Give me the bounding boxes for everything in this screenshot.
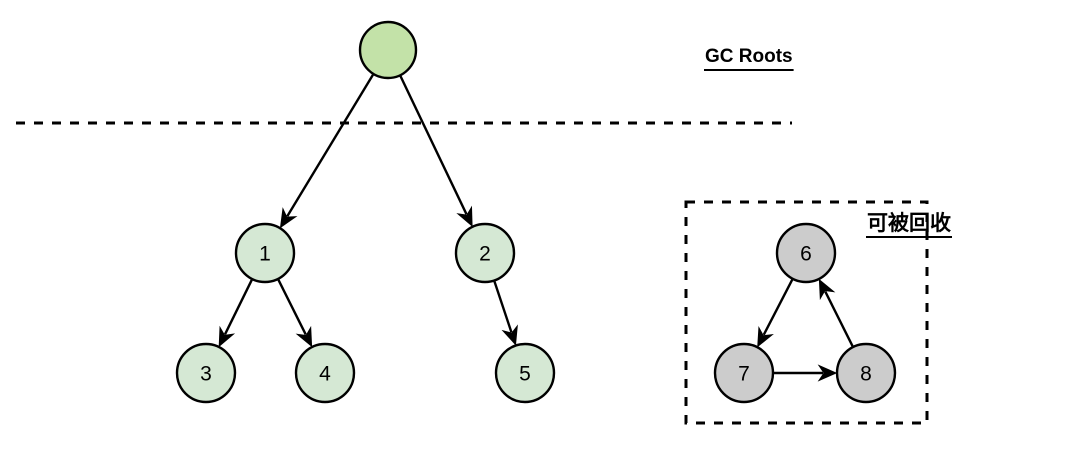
node-circle[interactable] (713, 342, 775, 404)
arrow-head (818, 278, 836, 301)
node-1[interactable]: 1 (234, 222, 296, 284)
node-circle[interactable] (358, 20, 418, 80)
edges-layer (218, 74, 854, 382)
edge-line (286, 74, 374, 217)
edge-line (223, 279, 253, 335)
node-label: 2 (479, 243, 491, 266)
edge-line (399, 75, 468, 215)
edge-line (824, 290, 854, 347)
arrow-head (817, 364, 838, 382)
edge-n1-to-n3 (218, 279, 253, 348)
edge-line (493, 281, 513, 333)
node-circle[interactable] (175, 342, 237, 404)
arrow-head (279, 207, 298, 229)
gc-roots-caption: GC Roots (704, 46, 794, 71)
edge-root-to-n2 (399, 75, 473, 228)
node-circle[interactable] (775, 222, 837, 284)
arrow-head (501, 324, 518, 346)
edge-line (762, 279, 794, 336)
node-circle[interactable] (835, 342, 897, 404)
node-label: 4 (319, 363, 331, 386)
node-3[interactable]: 3 (175, 342, 237, 404)
edge-n1-to-n4 (277, 279, 313, 348)
node-label: 3 (200, 363, 212, 386)
node-4[interactable]: 4 (294, 342, 356, 404)
node-7[interactable]: 7 (713, 342, 775, 404)
node-label: 7 (738, 363, 750, 386)
node-2[interactable]: 2 (454, 222, 516, 284)
gc-roots-label: GC Roots (705, 46, 793, 67)
arrow-head (757, 326, 774, 348)
node-label: 6 (800, 243, 812, 266)
node-circle[interactable] (294, 342, 356, 404)
node-circle[interactable] (454, 222, 516, 284)
node-6[interactable]: 6 (775, 222, 837, 284)
node-5[interactable]: 5 (494, 342, 556, 404)
arrow-head (456, 205, 473, 228)
arrow-head (218, 325, 236, 348)
edge-n2-to-n5 (493, 281, 518, 346)
edge-root-to-n1 (279, 74, 374, 229)
node-8[interactable]: 8 (835, 342, 897, 404)
edge-n7-to-n8 (774, 364, 838, 382)
recyclable-caption: 可被回收 (866, 211, 952, 238)
node-label: 5 (519, 363, 531, 386)
recyclable-label: 可被回收 (867, 211, 951, 235)
edge-line (277, 279, 307, 336)
recyclable-cluster-box (684, 200, 929, 425)
node-root[interactable] (358, 20, 418, 80)
node-circle[interactable] (494, 342, 556, 404)
node-circle[interactable] (234, 222, 296, 284)
node-label: 1 (259, 243, 271, 266)
arrow-head (295, 325, 313, 348)
nodes-layer: 1 2 3 4 5 6 7 8 (175, 20, 897, 404)
edge-n8-to-n6 (818, 278, 854, 347)
edge-n6-to-n7 (757, 279, 794, 348)
node-label: 8 (860, 363, 872, 386)
